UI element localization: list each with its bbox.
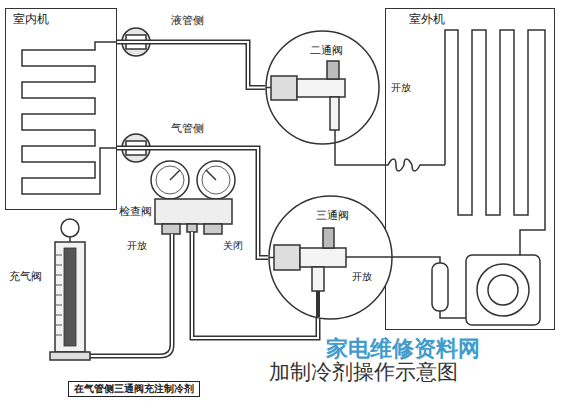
node-title: 三通阀: [316, 209, 349, 222]
state-label: 关闭: [222, 240, 244, 252]
three-way-valve-detail: 三通阀开放: [268, 195, 393, 320]
valve-label: 检查阀: [118, 205, 153, 218]
watermark: 家电维修资料网: [325, 336, 481, 361]
cylinder-label: 充气阀: [8, 270, 43, 283]
indoor-coil: [22, 42, 117, 194]
manifold-gauge: [151, 161, 235, 234]
state-label: 开放: [352, 271, 372, 283]
caption-box: 在气管侧三通阀充注制冷剂: [68, 381, 200, 397]
refrigerant-pipe: [117, 148, 268, 258]
diagram-title: 加制冷剂操作示意图: [268, 360, 459, 384]
valve-drawing: [266, 61, 345, 142]
two-way-valve-detail: 二通阀开放: [265, 30, 380, 145]
state-label: 开放: [126, 240, 148, 252]
state-label: 开放: [390, 82, 412, 94]
node-title: 室内机: [12, 13, 50, 27]
pipe-label: 液管侧: [170, 14, 205, 27]
caption-text: 在气管侧三通阀充注制冷剂: [74, 383, 194, 395]
valve-drawing: [269, 228, 392, 317]
node-title: 室外机: [408, 13, 446, 27]
charge-cylinder: [50, 219, 90, 360]
node-title: 二通阀: [310, 44, 343, 57]
indoor-unit-box: 室内机: [5, 8, 117, 210]
refrigerant-pipe: [117, 42, 265, 88]
outdoor-unit-box: 室外机: [385, 8, 555, 330]
pipe-label: 气管侧: [170, 122, 205, 135]
flare-fittings: [122, 28, 150, 162]
